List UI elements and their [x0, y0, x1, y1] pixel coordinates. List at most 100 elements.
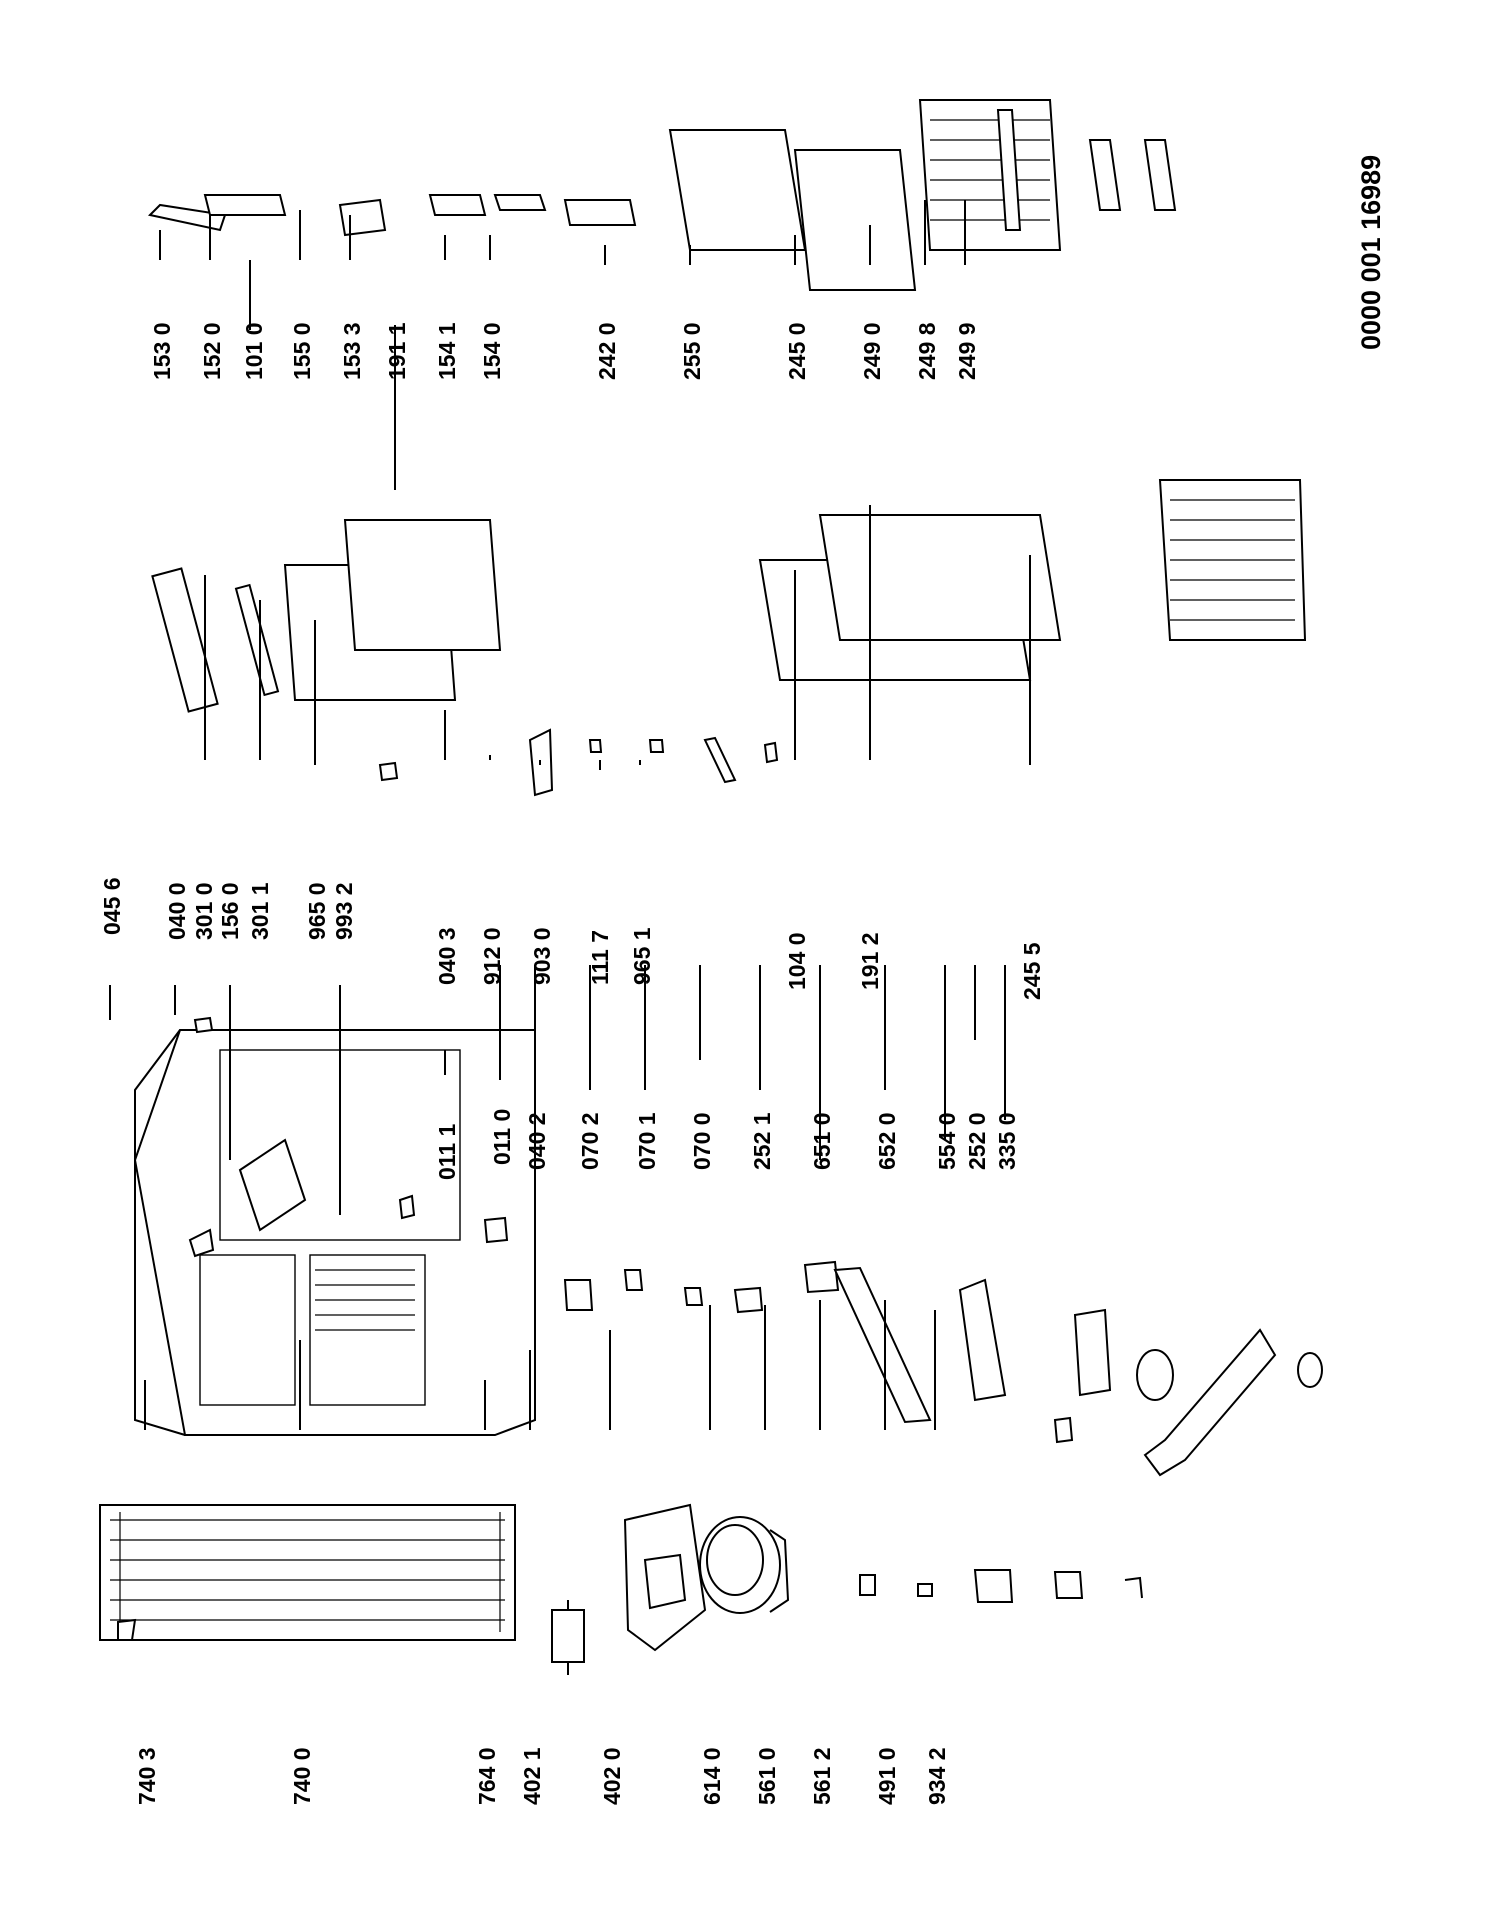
part-label: 255 0	[679, 322, 705, 380]
part-label: 154 0	[479, 322, 505, 380]
part-label: 156 0	[217, 882, 243, 940]
part-label: 249 8	[914, 322, 940, 380]
frame-strip-part	[151, 567, 219, 713]
part-label: 011 0	[489, 1109, 515, 1165]
starter-part	[973, 1569, 1014, 1603]
part-label: 101 0	[241, 322, 267, 380]
part-label: 040 3	[434, 927, 460, 985]
pin-part	[398, 1194, 416, 1220]
shelf-support	[1088, 139, 1122, 211]
shelf-part-5	[763, 741, 779, 764]
part-label: 249 0	[859, 322, 885, 380]
shelf-trim	[996, 109, 1022, 231]
thermostat-knob	[238, 1138, 307, 1232]
crisper-box	[668, 129, 807, 251]
lamp-cover-part	[1073, 1308, 1112, 1397]
part-label: 040 2	[524, 1112, 550, 1170]
part-label: 965 0	[304, 882, 330, 940]
part-label: 011 1	[434, 1124, 460, 1180]
document-number: 0000 001 16989	[1356, 155, 1386, 350]
condenser-grid	[99, 1504, 516, 1641]
part-label: 764 0	[474, 1747, 500, 1805]
door-gasket	[818, 514, 1062, 641]
part-label: 153 0	[149, 322, 175, 380]
control-housing	[1143, 1328, 1277, 1477]
screw-part	[193, 1016, 214, 1034]
door-shelf-part-3	[428, 194, 487, 216]
part-label: 561 0	[754, 1747, 780, 1805]
part-label: 104 0	[784, 932, 810, 990]
bracket-part-3	[733, 1286, 764, 1314]
part-label: 301 0	[191, 882, 217, 940]
part-label: 652 0	[874, 1112, 900, 1170]
part-label: 903 0	[529, 927, 555, 985]
part-label: 993 2	[331, 882, 357, 940]
part-label: 491 0	[874, 1747, 900, 1805]
thermostat-part	[1136, 1349, 1174, 1401]
part-label: 402 1	[519, 1747, 545, 1805]
part-label: 111 7	[587, 930, 613, 985]
part-label: 070 1	[634, 1112, 660, 1170]
part-label: 040 0	[164, 882, 190, 940]
part-label: 252 0	[964, 1112, 990, 1170]
part-label: 245 5	[1019, 942, 1045, 1000]
compressor	[699, 1516, 790, 1614]
part-label: 934 2	[924, 1747, 950, 1805]
door-shelf-part-5	[563, 199, 637, 226]
part-label: 070 0	[689, 1112, 715, 1170]
shelf-clip-part	[378, 761, 399, 782]
part-label: 242 0	[594, 322, 620, 380]
frame-strip-part-2	[234, 583, 280, 697]
part-label: 252 1	[749, 1112, 775, 1170]
door-shelf-part-4	[493, 194, 547, 211]
condenser-clip	[117, 1618, 137, 1641]
hinge-set-part	[563, 1279, 594, 1311]
relay-part	[859, 1574, 876, 1596]
door-rail	[833, 1266, 932, 1424]
filter-drier	[551, 1600, 585, 1675]
part-label: 740 0	[289, 1747, 315, 1805]
crisper-cover-glass	[343, 519, 502, 651]
door-shelf-part-2	[203, 194, 287, 216]
egg-tray-part	[338, 198, 387, 237]
control-bracket	[958, 1278, 1007, 1402]
part-label: 554 0	[934, 1112, 960, 1170]
glass-shelf	[793, 149, 917, 291]
wire-part	[1124, 1576, 1143, 1599]
hinge-part	[188, 1228, 215, 1258]
part-label: 045 6	[99, 877, 125, 935]
shelf-support-2	[1143, 139, 1177, 211]
part-label: 301 1	[247, 882, 273, 940]
part-label: 965 1	[629, 927, 655, 985]
shelf-part-2	[588, 739, 603, 753]
part-label: 912 0	[479, 927, 505, 985]
part-label: 191 1	[384, 322, 410, 380]
part-label: 561 2	[809, 1747, 835, 1805]
overload-part	[917, 1583, 933, 1597]
part-label: 614 0	[699, 1747, 725, 1805]
part-label: 740 3	[134, 1747, 160, 1805]
part-label: 651 0	[809, 1112, 835, 1170]
part-label: 245 0	[784, 322, 810, 380]
capacitor-part	[1053, 1571, 1084, 1599]
shelf-part-3	[648, 739, 665, 753]
part-label: 402 0	[599, 1747, 625, 1805]
bracket-part-2	[683, 1287, 704, 1306]
foot-part	[483, 1216, 509, 1244]
part-labels: 045 6 040 0 301 0 156 0 301 1 965 0 993 …	[99, 322, 1045, 1805]
wire-shelf-2	[918, 99, 1062, 251]
part-label: 335 0	[994, 1112, 1020, 1170]
part-label: 155 0	[289, 322, 315, 380]
lamp-holder-part	[1053, 1416, 1074, 1444]
bracket-part-4	[803, 1260, 840, 1294]
cabinet-body	[133, 1029, 536, 1436]
bracket-part	[623, 1269, 644, 1291]
compressor-cover	[623, 1503, 707, 1652]
part-label: 154 1	[434, 322, 460, 380]
part-label: 152 0	[199, 322, 225, 380]
part-label: 070 2	[577, 1112, 603, 1170]
shelf-part-4	[703, 736, 737, 784]
control-knob	[1297, 1352, 1323, 1388]
part-label: 249 9	[954, 322, 980, 380]
